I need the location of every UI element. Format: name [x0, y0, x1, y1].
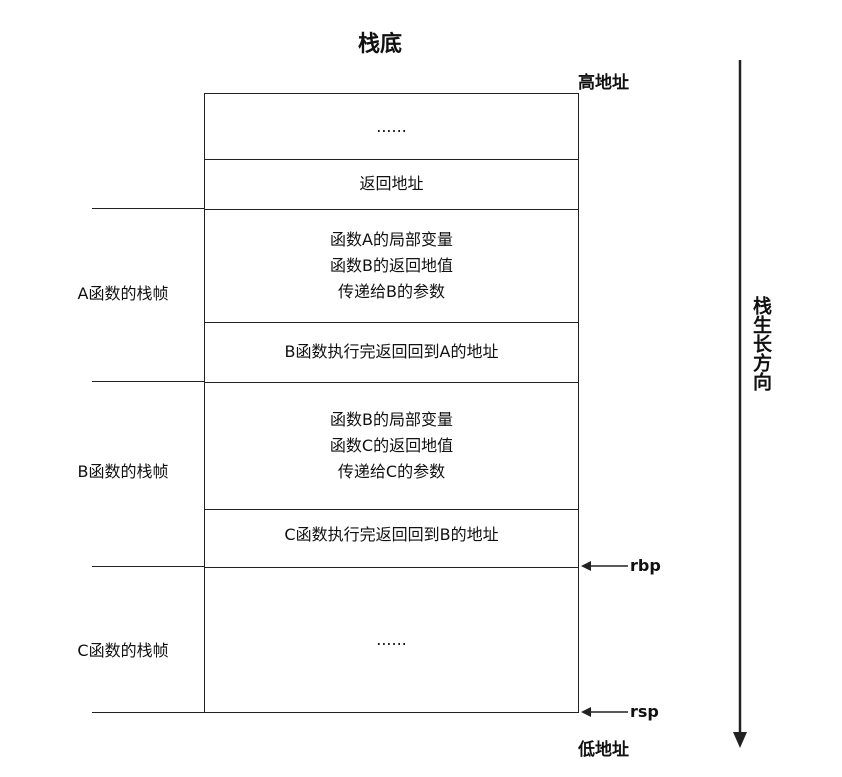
cell-divider	[205, 209, 578, 210]
frame-c-top-line	[92, 566, 204, 567]
cell-line: 函数B的返回地值	[330, 255, 453, 275]
rbp-label: rbp	[630, 556, 661, 575]
cell-line: 函数B的局部变量	[330, 409, 453, 429]
low-address-label: 低地址	[578, 740, 629, 760]
cell-line: 传递给B的参数	[338, 281, 445, 301]
stack-cell-bottom-ellipsis: ......	[205, 567, 578, 712]
rsp-arrow	[581, 707, 628, 717]
cell-line: 函数C的返回地值	[329, 435, 454, 455]
stack-cell-b-return-to-a: B函数执行完返回回到A的地址	[205, 322, 578, 382]
stack-cell-b-locals: 函数B的局部变量 函数C的返回地值 传递给C的参数	[205, 382, 578, 509]
cell-divider	[205, 159, 578, 160]
stack-cell-c-return-to-b: C函数执行完返回回到B的地址	[205, 509, 578, 561]
frame-b-top-line	[92, 381, 204, 382]
cell-divider	[205, 382, 578, 383]
cell-line: 传递给C的参数	[337, 461, 446, 481]
stack-cell-return-address: 返回地址	[205, 159, 578, 209]
stack-cell-a-locals: 函数A的局部变量 函数B的返回地值 传递给B的参数	[205, 209, 578, 322]
cell-divider	[205, 322, 578, 323]
frame-a-top-line	[92, 208, 204, 209]
stack-cell-top-ellipsis: ......	[205, 94, 578, 159]
cell-divider	[205, 509, 578, 510]
frame-label-b: B函数的栈帧	[77, 462, 169, 481]
cell-line: 函数A的局部变量	[330, 229, 453, 249]
cell-line: ......	[376, 116, 407, 136]
cell-line: B函数执行完返回回到A的地址	[284, 342, 499, 361]
rbp-arrow	[581, 561, 628, 571]
rsp-label: rsp	[630, 702, 659, 721]
frame-label-a: A函数的栈帧	[77, 284, 169, 303]
cell-line: C函数执行完返回回到B的地址	[284, 525, 499, 544]
cell-line: ......	[376, 629, 407, 649]
cell-line: 返回地址	[359, 174, 424, 193]
stack-box: ...... 返回地址 函数A的局部变量 函数B的返回地值 传递给B的参数 B函…	[204, 93, 579, 713]
growth-direction-label: 栈生长方向	[750, 296, 772, 391]
frame-label-c: C函数的栈帧	[77, 641, 169, 660]
stack-bottom-title: 栈底	[357, 32, 402, 57]
growth-direction-arrow	[733, 60, 747, 748]
frame-c-bottom-line	[92, 712, 204, 713]
cell-divider	[205, 567, 578, 568]
high-address-label: 高地址	[578, 73, 629, 93]
